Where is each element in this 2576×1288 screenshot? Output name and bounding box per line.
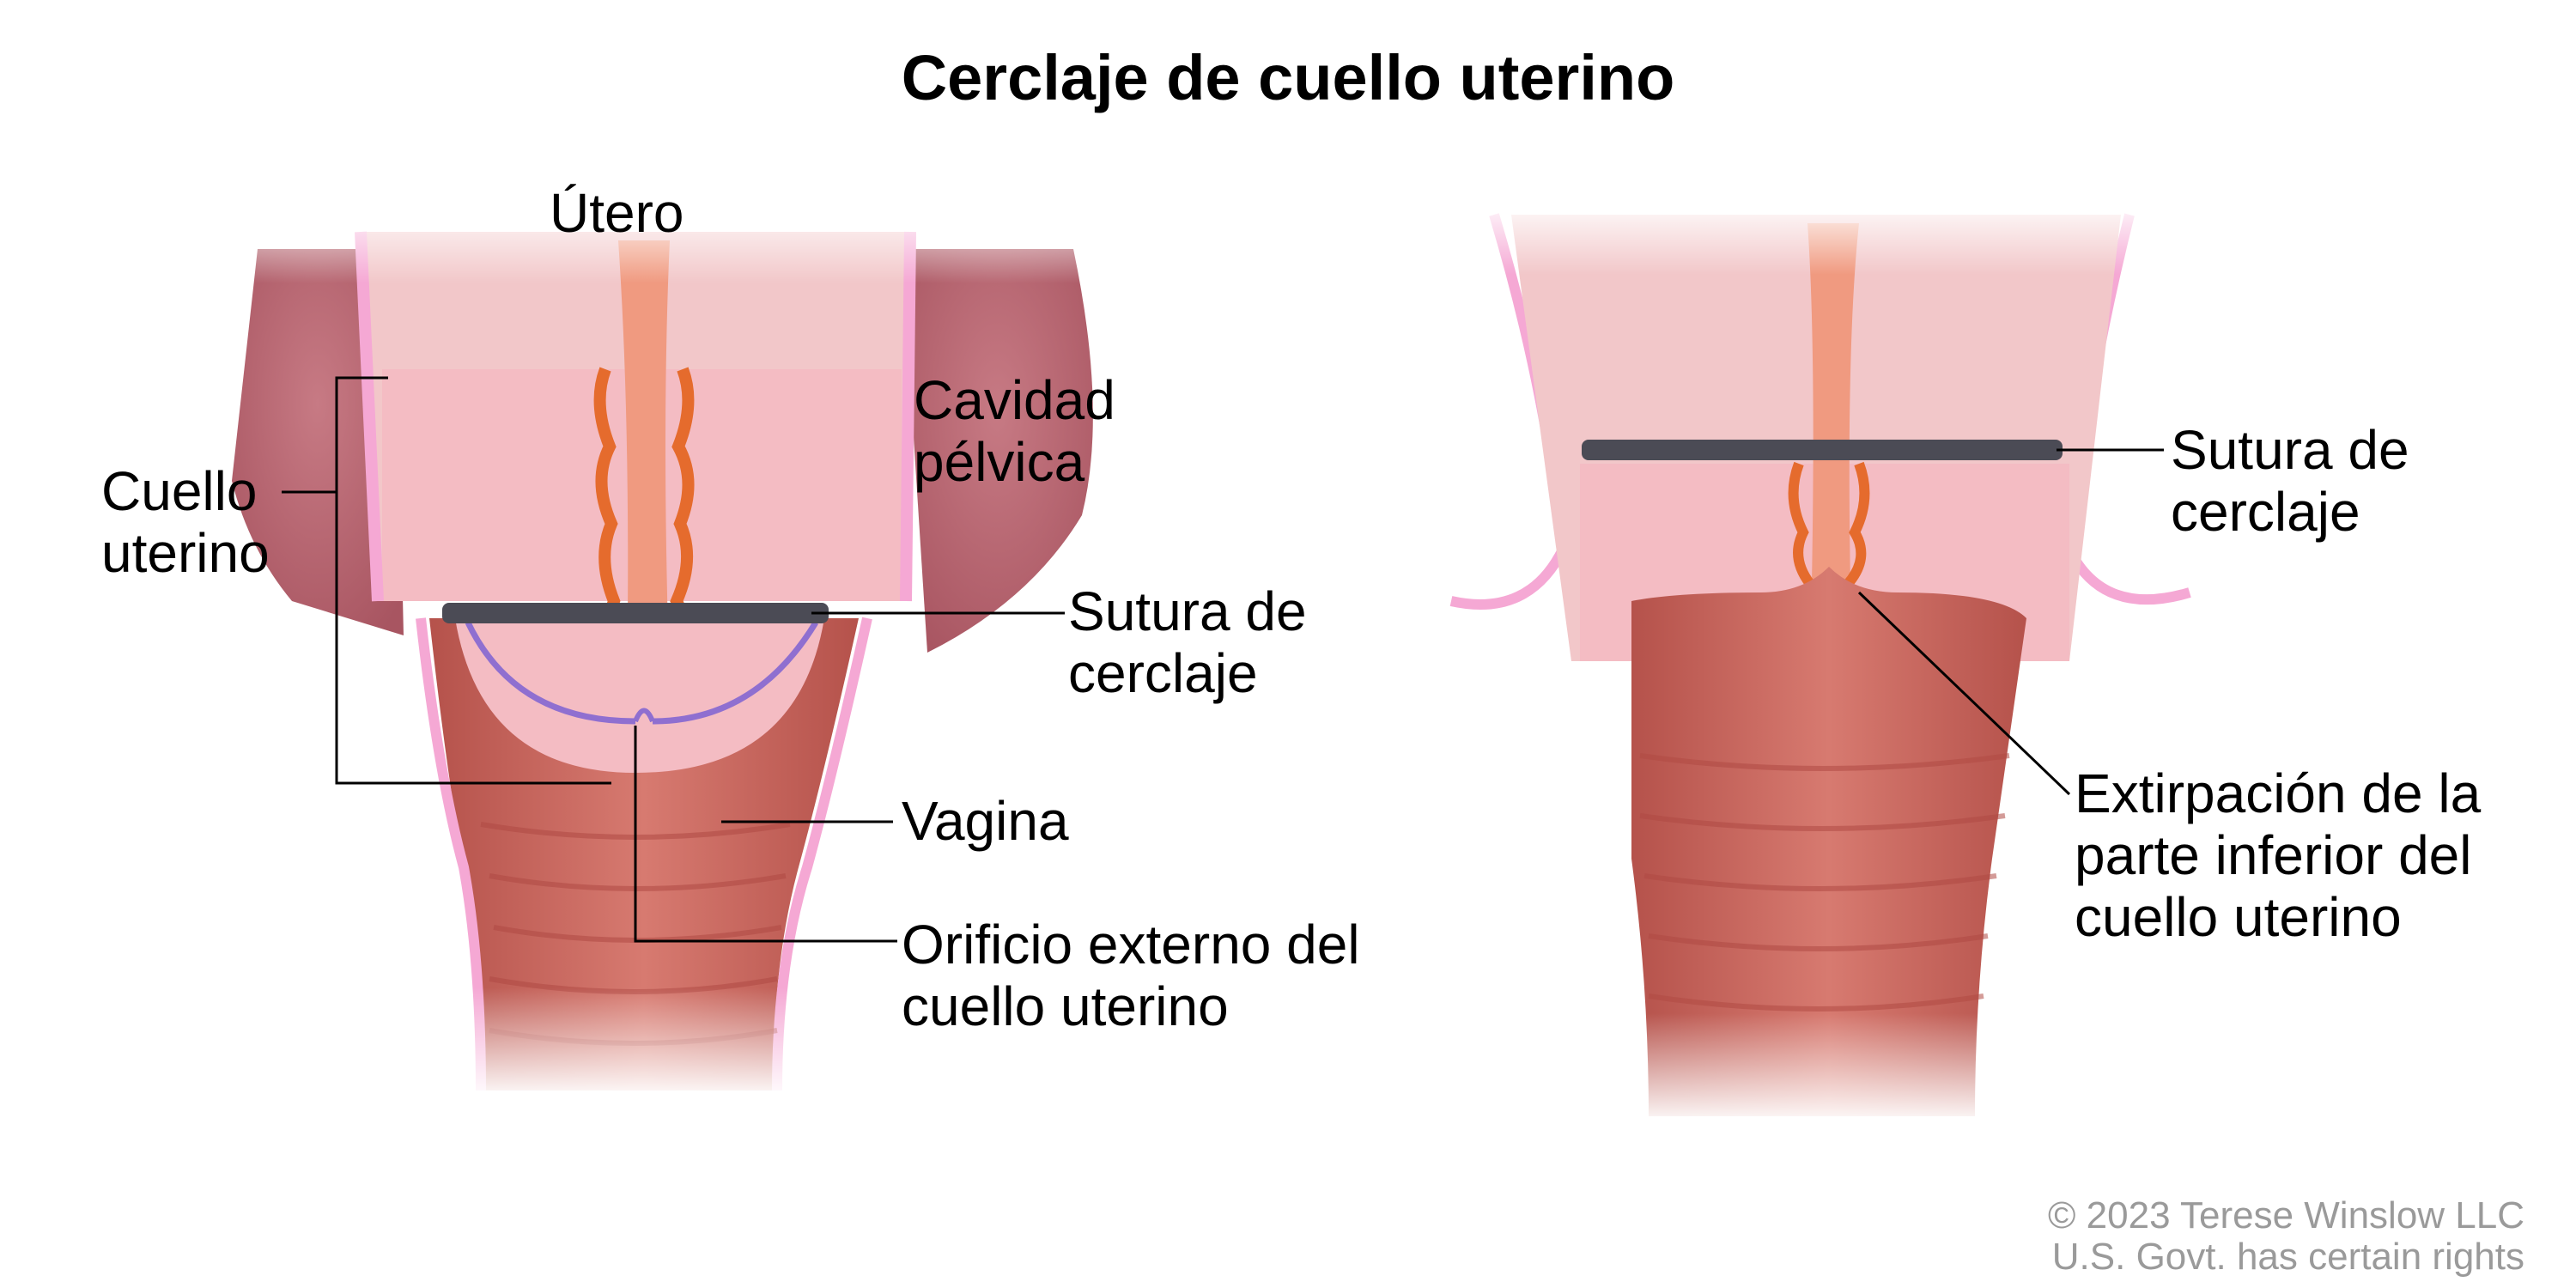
label-extirpacion: Extirpación de la parte inferior del cue… <box>2075 762 2482 948</box>
cervical-canal <box>618 240 670 687</box>
label-orificio-externo: Orificio externo del cuello uterino <box>902 914 1360 1037</box>
label-utero: Útero <box>550 182 684 244</box>
cervix-lip <box>455 618 824 773</box>
label-cavidad-pelvica: Cavidad pélvica <box>914 369 1115 493</box>
leader-lines <box>282 376 2164 943</box>
pelvic-cavity-right <box>902 249 1093 653</box>
copyright-credit: © 2023 Terese Winslow LLC U.S. Govt. has… <box>2048 1194 2524 1278</box>
cerclage-suture-right <box>1582 440 2063 460</box>
label-sutura-cerclaje-left: Sutura de cerclaje <box>1068 580 1307 704</box>
label-sutura-cerclaje-right: Sutura de cerclaje <box>2171 419 2409 543</box>
cerclage-suture-left <box>442 603 829 623</box>
left-illustration <box>172 197 1159 1099</box>
vagina-right <box>1631 567 2026 1116</box>
right-illustration <box>1449 197 2233 1125</box>
label-cuello-uterino: Cuello uterino <box>101 460 270 584</box>
page-title: Cerclaje de cuello uterino <box>901 42 1675 113</box>
label-vagina: Vagina <box>902 790 1069 852</box>
